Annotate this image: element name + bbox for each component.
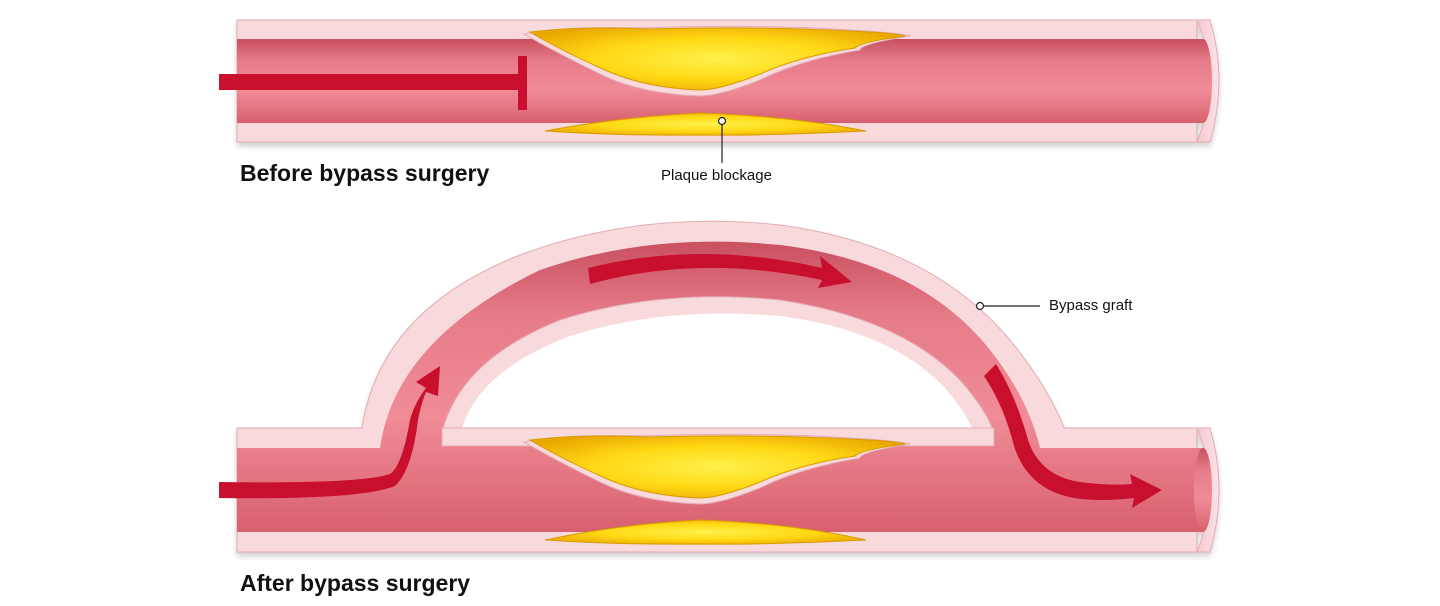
blocked-flow-t-icon bbox=[219, 56, 527, 110]
after-surgery-title: After bypass surgery bbox=[240, 570, 471, 596]
plaque-upper-before bbox=[528, 27, 906, 91]
artery-opening-after bbox=[1194, 448, 1212, 532]
artery-after bbox=[236, 220, 1220, 553]
callout-dot-icon bbox=[717, 116, 727, 163]
before-surgery-title: Before bypass surgery bbox=[240, 160, 490, 186]
graft-inner-gap bbox=[462, 313, 972, 428]
artery-opening-before bbox=[1194, 39, 1212, 123]
plaque-lower-after bbox=[544, 519, 867, 545]
callout-dot-icon bbox=[975, 301, 1040, 311]
flow-arrow-icon bbox=[219, 254, 1162, 508]
plaque-upper-after bbox=[528, 435, 906, 499]
plaque-lower-before bbox=[544, 112, 867, 136]
plaque-blockage-label: Plaque blockage bbox=[661, 167, 772, 184]
bypass-graft-label: Bypass graft bbox=[1049, 297, 1133, 314]
